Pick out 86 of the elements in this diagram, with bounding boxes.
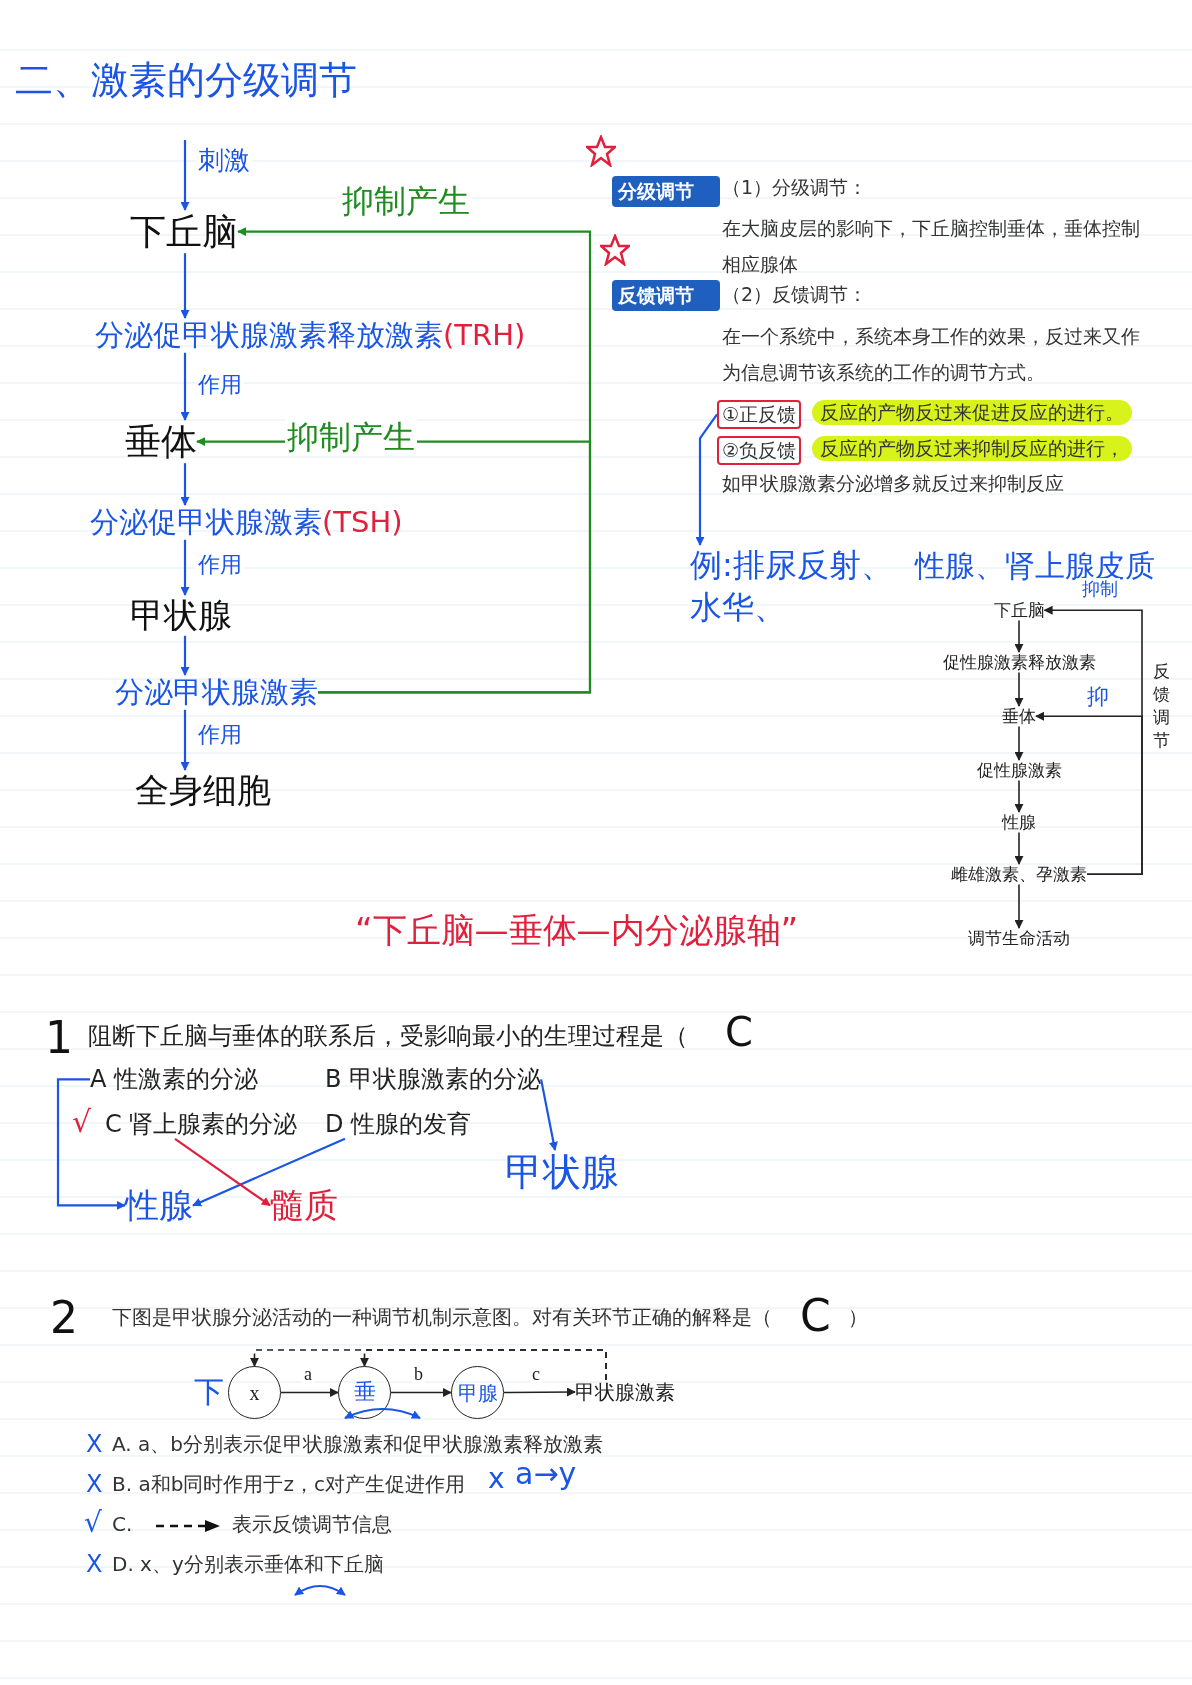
term-box: ②负反馈 [717,436,802,465]
answer-option: A 性激素的分泌 [90,1065,259,1094]
handwritten-note: 甲状腺 [505,1150,619,1196]
arrow [192,1137,346,1207]
arrow [1035,711,1143,875]
circle-label: x [249,1380,260,1405]
section-tag: 反馈调节 [612,280,720,311]
arrow [1014,883,1024,929]
paragraph: 在一个系统中，系统本身工作的效果，反过来又作为信息调节该系统的工作的调节方式。 [722,324,1141,385]
cross-mark: X [86,1550,103,1579]
flow-step-label: 垂体 [1002,706,1036,727]
arrow [1014,725,1024,761]
flow-step-label: 促性腺激素 [976,760,1062,781]
check-mark: √ [72,1104,92,1140]
term-box: ①正反馈 [717,400,802,429]
handwritten-answer: C [800,1290,831,1343]
answer-option: D. x、y分别表示垂体和下丘脑 [112,1552,384,1576]
arrow [180,539,190,596]
question-number: 1 [45,1012,73,1065]
arrow [1014,671,1024,707]
arrow [695,413,718,546]
check-mark: √ [84,1506,102,1540]
highlighted-text: 反应的产物反过来抑制反应的进行， [812,436,1132,461]
arrow [390,1388,452,1397]
answer-option: D 性腺的发育 [325,1110,472,1139]
flow-step-label: 雌雄激素、孕激素 [951,864,1087,885]
organ-label: 全身细胞 [135,770,271,811]
question-text: 下图是甲状腺分泌活动的一种调节机制示意图。对有关环节正确的解释是（ [112,1305,772,1329]
arrow [540,1079,558,1151]
paragraph: 在大脑皮层的影响下，下丘脑控制垂体，垂体控制相应腺体 [722,216,1141,277]
organ-label: 甲状腺 [130,595,232,636]
edge-label: b [412,1364,425,1386]
side-label: 反馈调节 [1152,660,1170,752]
flow-step-label: 性腺 [1002,812,1036,833]
hormone-label: 分泌甲状腺激素 [115,675,318,710]
question-text: ） [848,1305,868,1329]
handwritten-note: a→y [515,1456,577,1492]
question-number: 2 [50,1292,78,1345]
arrow [503,1387,576,1397]
title: 二、激素的分级调节 [15,58,357,104]
organ-label: 下丘脑 [130,210,238,254]
question-text: 阻断下丘脑与垂体的联系后，受影响最小的生理过程是（ [88,1022,688,1051]
paragraph: 如甲状腺激素分泌增多就反过来抑制反应 [722,472,1064,495]
answer-option: A. a、b分别表示促甲状腺激素和促甲状腺激素释放激素 [112,1432,603,1456]
handwritten-note: 髓质 [270,1185,338,1226]
arrow [174,1137,271,1207]
result-label: 甲状腺激素 [575,1380,675,1404]
answer-option: 表示反馈调节信息 [232,1512,392,1536]
highlighted-text: 反应的产物反过来促进反应的进行。 [812,400,1132,425]
hormone-label: 分泌促甲状腺激素 [90,505,322,539]
arrow [56,1078,126,1210]
arrow [1014,619,1024,653]
abbreviation-label: (TRH) [443,318,526,352]
answer-option: B. a和b同时作用于z，c对产生促进作用 [112,1472,465,1496]
handwritten-note: 下 [194,1374,224,1410]
organ-label: 垂体 [125,420,197,464]
cross-mark: X [86,1430,103,1459]
circle-label: 垂 [353,1379,376,1406]
arrow [180,352,190,421]
flow-step-label: 促性腺激素释放激素 [942,652,1096,673]
section-tag: 分级调节 [612,176,720,207]
cross-mark: X [86,1470,103,1499]
handwritten-note: 例:排尿反射、水华、 [690,545,905,629]
dashed-arrow [360,1349,607,1381]
circle-label: 甲腺 [457,1380,498,1405]
caption: “下丘脑—垂体—内分泌腺轴” [355,910,799,951]
hormone-label: 分泌促甲状腺激素释放激素 [95,318,443,352]
arrow [180,709,190,771]
arrow [180,463,190,506]
answer-option: C. [112,1512,133,1536]
arrow [180,140,190,211]
arrow [280,1388,339,1397]
cross-mark: x [488,1462,505,1496]
arrow [1014,779,1024,813]
arrow [180,635,190,676]
subheading: （2）反馈调节： [722,283,868,306]
flow-step-label: 下丘脑 [993,600,1045,621]
answer-option: B 甲状腺激素的分泌 [325,1065,542,1094]
arrow [1014,831,1024,865]
handwritten-answer: C [725,1008,753,1056]
answer-option: C 肾上腺素的分泌 [105,1110,298,1139]
flow-step-label: 调节生命活动 [968,928,1070,949]
arrow [180,253,190,319]
handwritten-note: 性腺 [125,1185,193,1226]
subheading: （1）分级调节： [722,176,868,199]
abbreviation-label: (TSH) [322,505,403,539]
